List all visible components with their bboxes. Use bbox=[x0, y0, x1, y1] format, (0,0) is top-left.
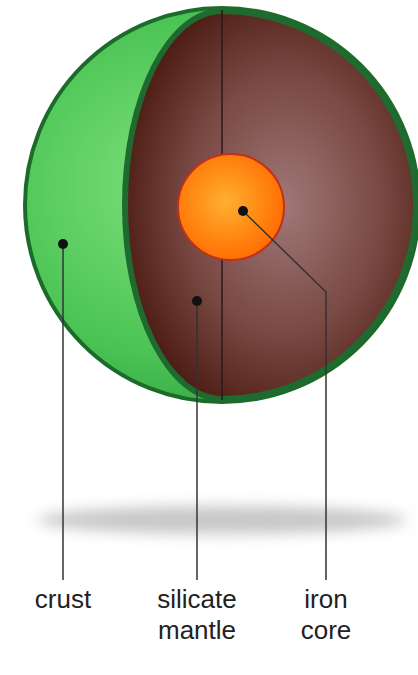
silicate-mantle bbox=[128, 14, 413, 396]
crust-sphere bbox=[25, 8, 418, 402]
leader-line bbox=[62, 244, 64, 580]
leader-dot bbox=[58, 239, 68, 249]
leader-line bbox=[243, 211, 326, 580]
leader-dot bbox=[238, 206, 248, 216]
leader-dot bbox=[192, 296, 202, 306]
crust-band bbox=[122, 8, 418, 402]
iron-core bbox=[178, 154, 284, 260]
part-label: iron core bbox=[281, 584, 371, 646]
shadow bbox=[37, 506, 407, 534]
leader-line bbox=[196, 301, 198, 580]
part-label: silicate mantle bbox=[141, 584, 253, 646]
part-label: crust bbox=[13, 584, 113, 615]
